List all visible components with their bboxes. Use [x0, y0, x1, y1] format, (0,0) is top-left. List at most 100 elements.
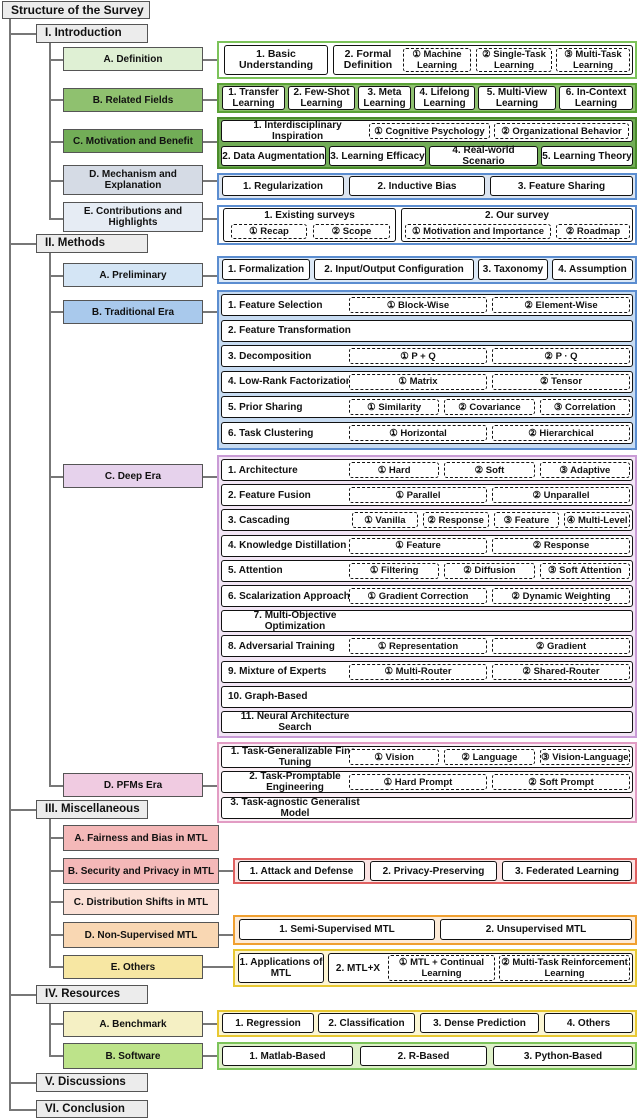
connector [203, 180, 217, 182]
real-world-scenario: 4. Real-world Scenario [429, 145, 538, 167]
methods-deep-label: C. Deep Era [63, 464, 203, 488]
formal-definition: 2. Formal Definition [343, 48, 393, 71]
single-task-learning: ② Single-Task Learning [476, 48, 552, 72]
connector [49, 180, 63, 182]
deep-row-title: 3. Cascading [228, 514, 290, 526]
connector [9, 1082, 36, 1084]
unsupervised-mtl: 2. Unsupervised MTL [440, 919, 632, 940]
learning-efficacy: 3. Learning Efficacy [329, 146, 426, 166]
traditional-row-sub: ② Covariance [444, 399, 535, 416]
misc-nonsup-label: D. Non-Supervised MTL [63, 922, 219, 948]
regularization: 1. Regularization [222, 176, 344, 196]
deep-row-sub: ② Unparallel [492, 487, 630, 504]
methods-traditional-label: B. Traditional Era [63, 300, 203, 324]
semi-supervised-mtl: 1. Semi-Supervised MTL [239, 919, 435, 940]
connector [203, 275, 217, 277]
intro-trunk [49, 42, 51, 219]
mtl-continual: ① MTL + Continual Learning [388, 955, 495, 981]
misc-distribution-shifts: C. Distribution Shifts in MTL [63, 889, 219, 915]
deep-row [221, 610, 633, 633]
deep-row-sub: ① Representation [349, 638, 487, 655]
connector [49, 837, 63, 839]
pfm-row-title: 1. Task-Generalizable Fine-Tuning [230, 746, 360, 768]
deep-row-title: 4. Knowledge Distillation [228, 540, 347, 552]
motivation-importance: ① Motivation and Importance [405, 224, 551, 239]
intro-definition-label: A. Definition [63, 47, 203, 71]
taxonomy: 3. Taxonomy [478, 259, 548, 280]
methods-preliminary-label: A. Preliminary [63, 263, 203, 287]
intro-related-label: B. Related Fields [63, 88, 203, 112]
pfm-row-sub: ② Soft Prompt [492, 774, 630, 791]
data-augmentation: 2. Data Augmentation [221, 146, 326, 166]
benchmark-others: 4. Others [544, 1013, 633, 1033]
basic-understanding: 1. Basic Understanding [224, 45, 328, 75]
formalization: 1. Formalization [222, 259, 310, 280]
deep-row-title: 10. Graph-Based [228, 691, 308, 703]
connector [203, 99, 217, 101]
connector [49, 1055, 63, 1057]
methods-trunk [49, 253, 51, 786]
organizational-behavior: ② Organizational Behavior [494, 123, 629, 139]
pfm-row [221, 796, 633, 819]
deep-row-sub: ② Soft [444, 462, 535, 478]
deep-row-title: 5. Attention [228, 565, 283, 577]
federated-learning: 3. Federated Learning [502, 861, 632, 881]
roadmap: ② Roadmap [556, 224, 630, 239]
interdisciplinary-inspiration: 1. Interdisciplinary Inspiration [253, 120, 342, 142]
resources-software-label: B. Software [63, 1043, 203, 1069]
connector [49, 966, 63, 968]
connector [49, 99, 63, 101]
deep-row-title: 1. Architecture [228, 464, 298, 476]
connector [9, 994, 36, 996]
mt-reinforcement: ② Multi-Task Reinforcement Learning [499, 955, 630, 981]
learning-theory: 5. Learning Theory [541, 146, 633, 166]
section-conclusion: VI. Conclusion [36, 1100, 148, 1118]
traditional-row-title: 4. Low-Rank Factorization [228, 376, 352, 388]
deep-row-title: 6. Scalarization Approach [228, 590, 350, 602]
related-fewshot: 2. Few-Shot Learning [288, 86, 355, 110]
attack-defense: 1. Attack and Defense [238, 861, 365, 881]
feature-sharing: 3. Feature Sharing [490, 176, 633, 196]
connector [203, 1055, 217, 1057]
python-based: 3. Python-Based [493, 1046, 633, 1066]
connector [203, 966, 233, 968]
connector [203, 476, 217, 478]
connector [203, 785, 217, 787]
deep-row-title: 8. Adversarial Training [228, 640, 335, 652]
intro-contributions-label: E. Contributions and Highlights [63, 202, 203, 232]
pfm-row-sub: ① Hard Prompt [349, 774, 487, 791]
misc-others-label: E. Others [63, 955, 203, 979]
related-meta: 3. Meta Learning [358, 86, 411, 110]
matlab-based: 1. Matlab-Based [222, 1046, 353, 1066]
section-resources: IV. Resources [36, 985, 148, 1004]
deep-row-sub: ③ Adaptive [539, 462, 630, 478]
traditional-row-title: 6. Task Clustering [228, 427, 314, 439]
related-multiview: 5. Multi-View Learning [478, 86, 556, 110]
traditional-row-title: 5. Prior Sharing [228, 401, 303, 413]
deep-row-sub: ③ Soft Attention [539, 562, 630, 579]
deep-row-sub: ① Hard [349, 462, 440, 478]
related-incontext: 6. In-Context Learning [559, 86, 633, 110]
scope: ② Scope [313, 224, 390, 239]
connector [9, 1109, 36, 1111]
connector [49, 785, 63, 787]
traditional-row-title: 2. Feature Transformation [228, 325, 351, 337]
r-based: 2. R-Based [360, 1046, 487, 1066]
related-transfer: 1. Transfer Learning [222, 86, 285, 110]
cognitive-psychology: ① Cognitive Psychology [369, 123, 490, 139]
mtl-x: 2. MTL+X [335, 962, 381, 974]
section-introduction: I. Introduction [36, 24, 148, 43]
deep-row-sub: ① Feature [349, 537, 487, 554]
resources-benchmark-label: A. Benchmark [63, 1011, 203, 1037]
connector [219, 934, 233, 936]
dense-prediction: 3. Dense Prediction [420, 1013, 539, 1033]
traditional-row-sub: ① P + Q [349, 348, 487, 365]
deep-row-sub: ③ Feature [493, 512, 560, 529]
deep-row-sub: ② Gradient [492, 638, 630, 655]
deep-row-sub: ② Dynamic Weighting [492, 588, 630, 604]
section-methods: II. Methods [36, 234, 148, 253]
deep-row [221, 711, 633, 733]
root-trunk [9, 18, 11, 1111]
deep-row-title: 11. Neural Architecture Search [240, 711, 350, 733]
